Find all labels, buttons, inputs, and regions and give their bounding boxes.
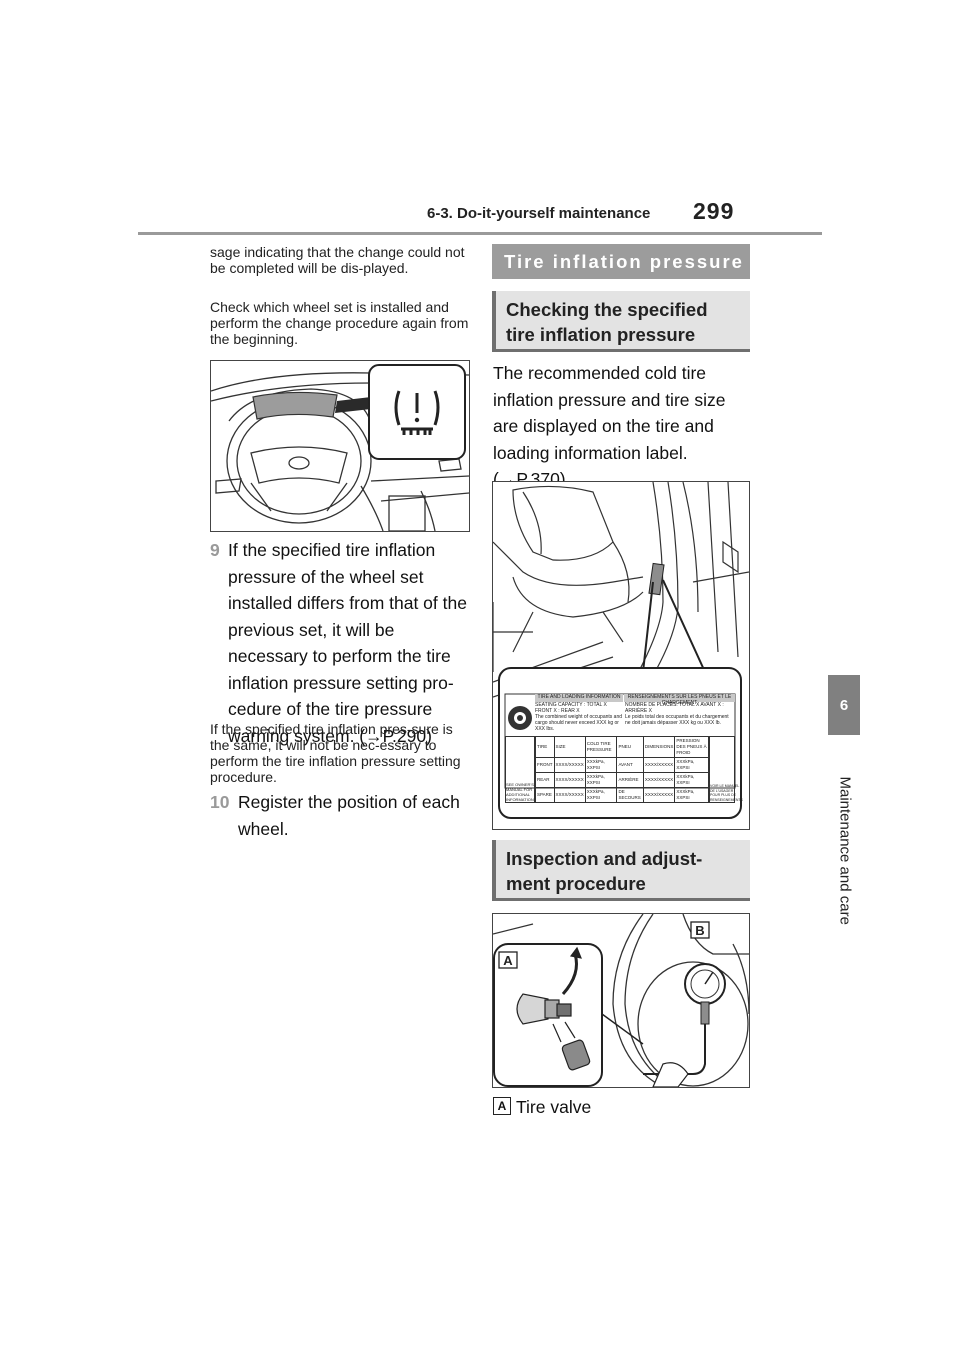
dashboard-figure xyxy=(210,360,470,532)
see-owners-manual: SEE OWNER'S MANUAL FOR ADDITIONAL INFORM… xyxy=(506,782,534,802)
cell-press: XXXkPa, XXPSI xyxy=(584,757,618,773)
cell-size: XXXX/XXXXX xyxy=(642,757,676,773)
th-size: SIZE xyxy=(553,736,586,758)
cell-press: XXXkPa, XXPSI xyxy=(674,772,709,788)
step-10-text: Register the position of each wheel. xyxy=(238,792,460,839)
marker-b: B xyxy=(695,923,704,938)
callout-a-box: A xyxy=(493,1097,511,1115)
chapter-label: Maintenance and care xyxy=(836,776,854,925)
weight-fr: Le poids total des occupants et du charg… xyxy=(625,714,729,726)
step-10-number: 10 xyxy=(210,792,230,812)
cell-press: XXXkPa, XXPSI xyxy=(584,787,618,803)
cell-press: XXXkPa, XXPSI xyxy=(674,787,709,803)
step-9-number: 9 xyxy=(210,540,220,560)
door-label-figure: TIRE AND LOADING INFORMATION RENSEIGNEME… xyxy=(492,481,750,830)
page-number: 299 xyxy=(693,198,735,224)
seating-en: SEATING CAPACITY : TOTAL X FRONT X : REA… xyxy=(535,702,607,714)
paragraph-continued: sage indicating that the change could no… xyxy=(210,244,465,276)
paragraph-recommended-pressure: The recommended cold tire inflation pres… xyxy=(493,363,726,489)
section-title: 6-3. Do-it-yourself maintenance xyxy=(427,205,651,222)
row-spare: SPARE xyxy=(535,787,555,803)
label-title-fr: RENSEIGNEMENTS SUR LES PNEUS ET LE CHARG… xyxy=(624,694,735,706)
subheading-inspection: Inspection and adjust-ment procedure xyxy=(492,840,750,901)
chapter-tab[interactable]: 6 xyxy=(828,675,860,735)
weight-en: The combined weight of occupants and car… xyxy=(535,714,622,732)
cell-size: XXXX/XXXXX xyxy=(553,787,586,803)
th-cold: COLD TIRE PRESSURE xyxy=(584,736,618,758)
header-divider xyxy=(138,232,822,235)
cell-press: XXXkPa, XXPSI xyxy=(584,772,618,788)
cell-size: XXXX/XXXXX xyxy=(642,772,676,788)
row-arriere: ARRIÈRE xyxy=(616,772,644,788)
cell-size: XXXX/XXXXX xyxy=(553,772,586,788)
paragraph-check-wheel: Check which wheel set is installed and p… xyxy=(210,299,469,347)
dashboard-illustration xyxy=(210,364,470,532)
step-10: 10 Register the position of each wheel. xyxy=(210,789,472,842)
section-heading: Tire inflation pressure xyxy=(492,244,750,279)
voir-manuel: VOIR LE MANUEL DE L'USAGER POUR PLUS DE … xyxy=(710,784,743,802)
tire-valve-illustration: B A xyxy=(492,913,750,1088)
callout-a-text: Tire valve xyxy=(516,1097,592,1117)
tire-table: TIRE SIZE COLD TIRE PRESSURE PNEU DIMENS… xyxy=(535,736,709,803)
th-tire: TIRE xyxy=(535,736,555,758)
cell-press: XXXkPa, XXPSI xyxy=(674,757,709,773)
cell-size: XXXX/XXXXX xyxy=(553,757,586,773)
subheading-checking: Checking the specified tire inflation pr… xyxy=(492,291,750,352)
paragraph-same-pressure: If the specified tire inflation pres-sur… xyxy=(210,721,461,785)
step-9: 9 If the specified tire inflation pressu… xyxy=(210,537,472,749)
step-9-text: If the specified tire inflation pressure… xyxy=(228,540,467,746)
tire-pressure-warning-icon xyxy=(394,390,440,435)
tire-valve-figure: B A xyxy=(492,913,750,1088)
th-dim: DIMENSIONS xyxy=(642,736,676,758)
row-rear: REAR xyxy=(535,772,555,788)
cell-size: XXXX/XXXXX xyxy=(642,787,676,803)
tire-loading-label: TIRE AND LOADING INFORMATION RENSEIGNEME… xyxy=(505,694,743,803)
row-secours: DE SECOURS xyxy=(616,787,644,803)
row-front: FRONT xyxy=(535,757,555,773)
th-pneu: PNEU xyxy=(616,736,644,758)
label-title-en: TIRE AND LOADING INFORMATION xyxy=(535,694,623,702)
marker-a: A xyxy=(503,953,513,968)
tire-icon xyxy=(508,706,532,730)
row-avant: AVANT xyxy=(616,757,644,773)
th-pression: PRESSION DES PNEUS À FROID xyxy=(674,736,709,758)
seating-fr: NOMBRE DE PLACES: TOTAL X AVANT X : ARRI… xyxy=(625,702,724,714)
